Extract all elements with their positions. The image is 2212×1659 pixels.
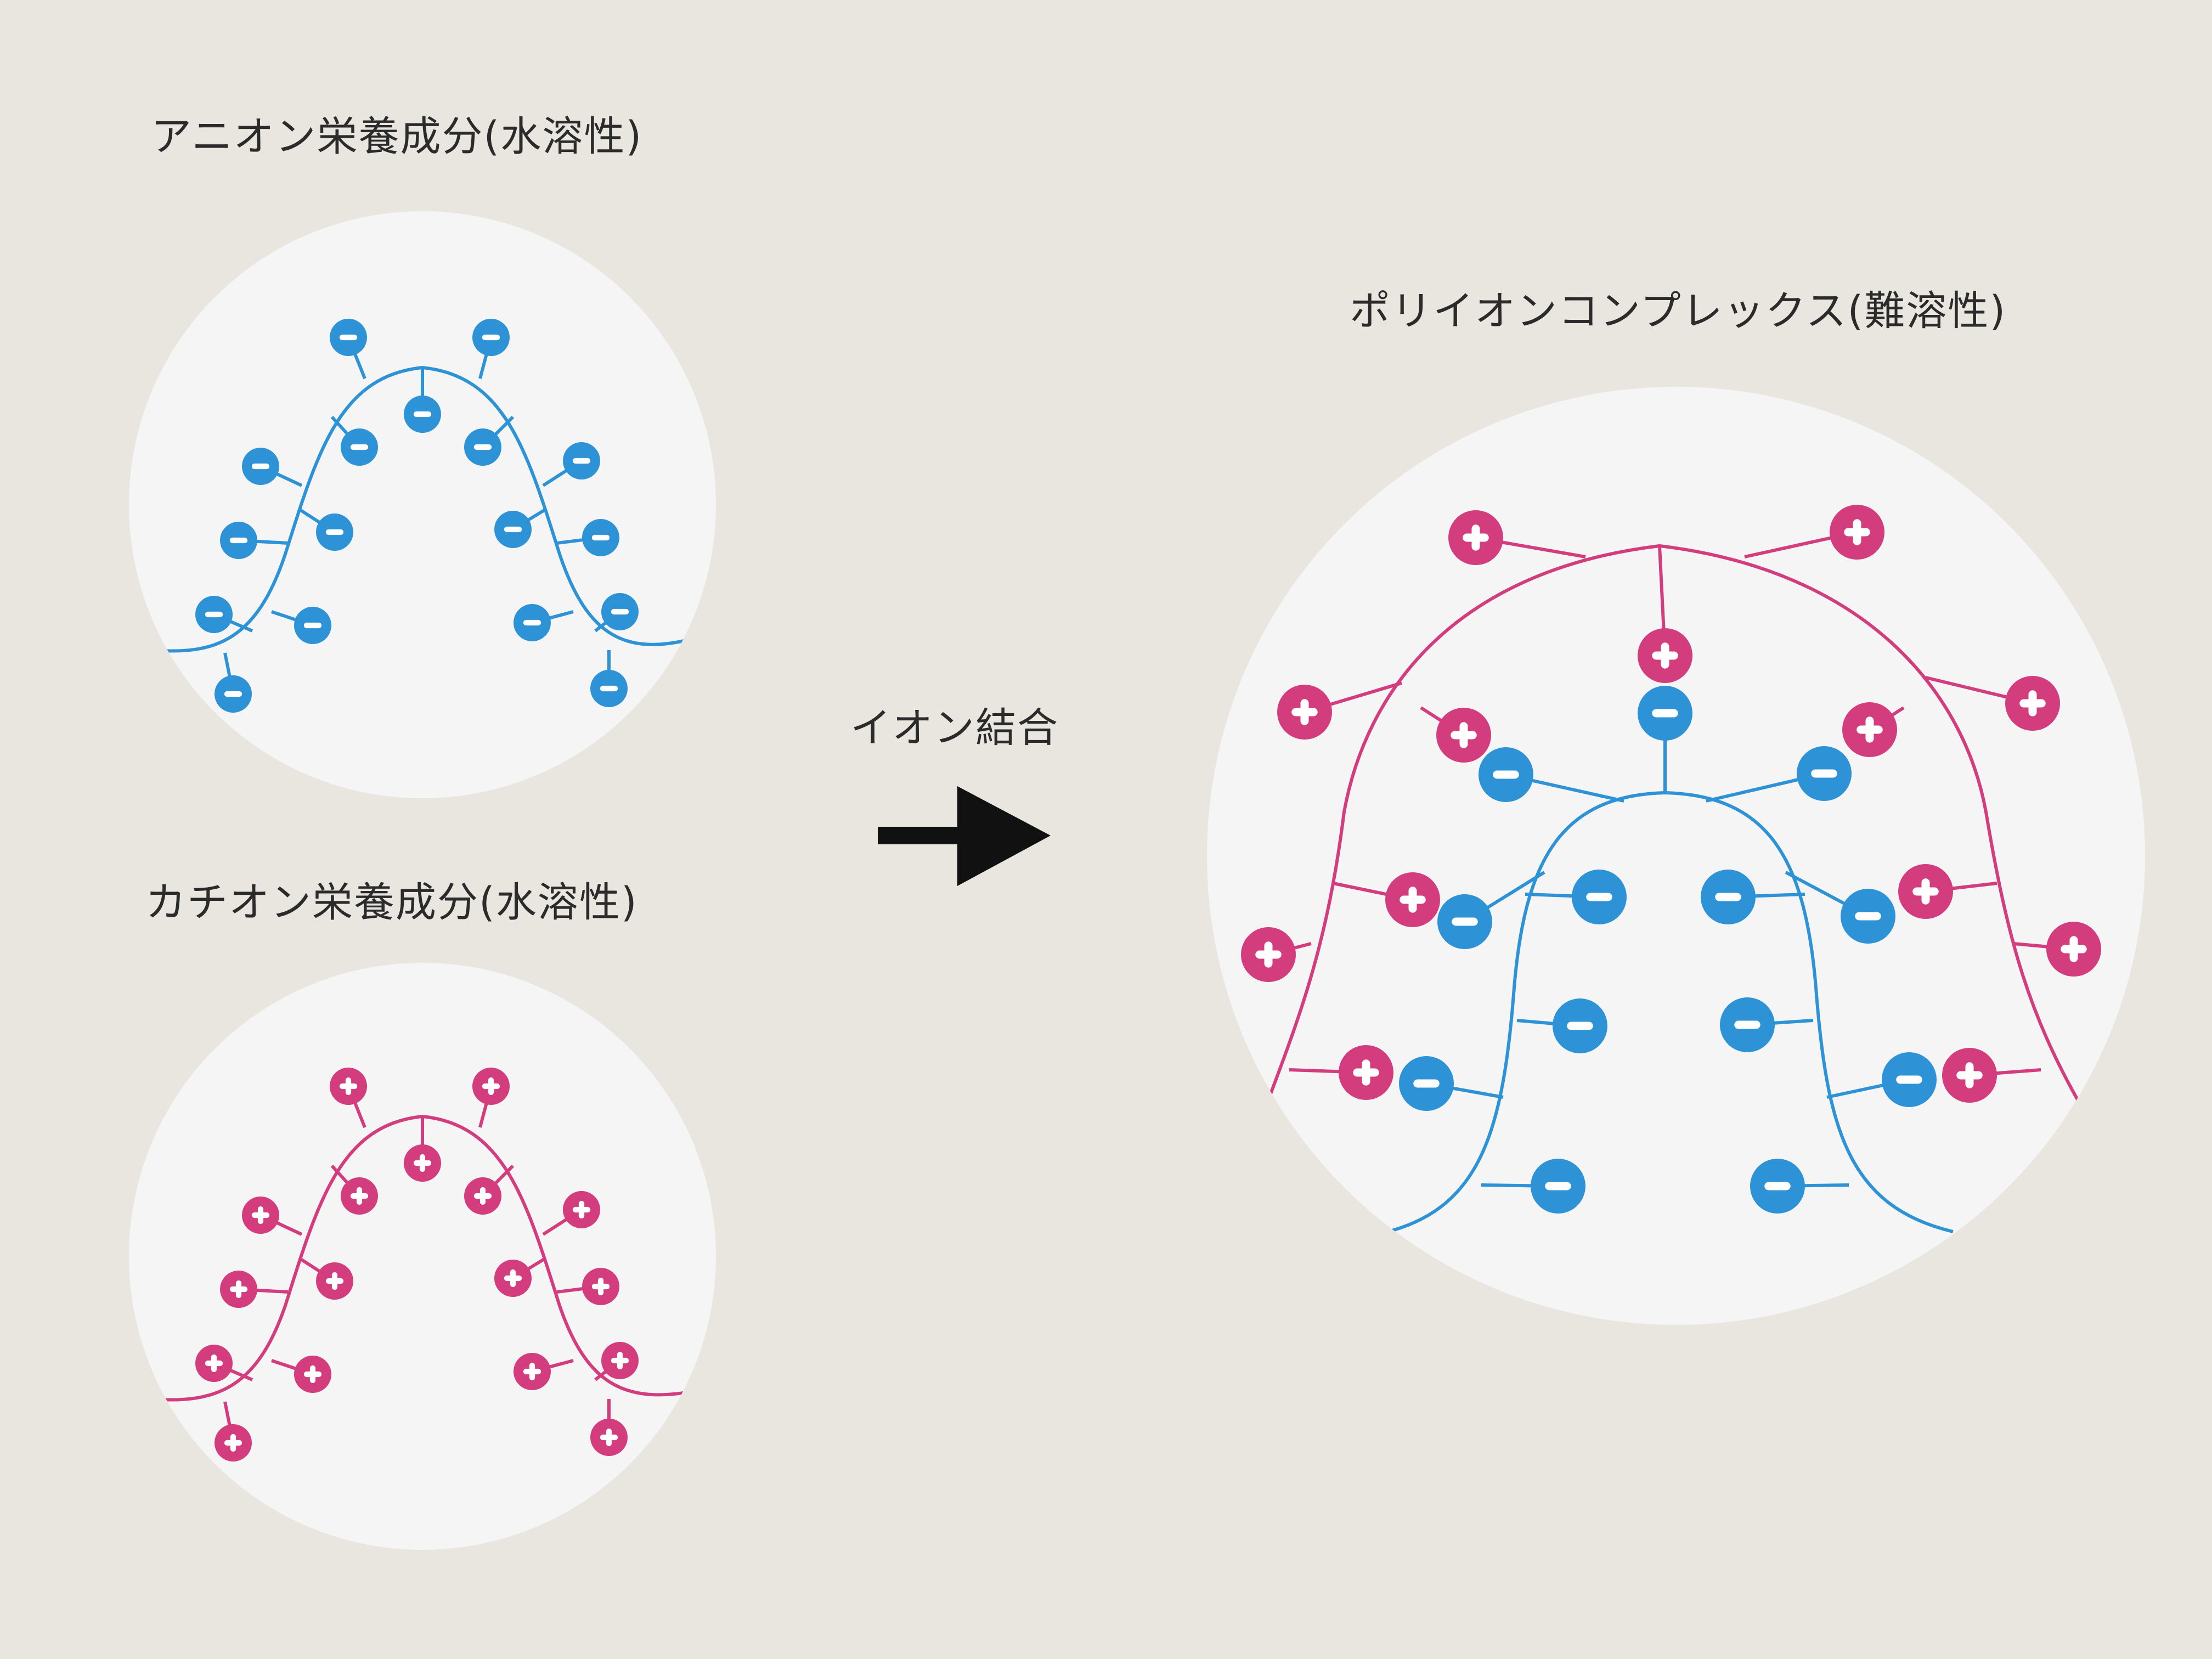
cation-charge-icon xyxy=(215,1424,252,1462)
anion-charge-icon xyxy=(220,522,257,559)
cation-charge-icon xyxy=(1898,864,1953,919)
complex-title: ポリイオンコンプレックス(難溶性) xyxy=(1350,287,2007,335)
ion-bond-label: イオン結合 xyxy=(850,704,1059,752)
cation-charge-icon xyxy=(242,1197,279,1234)
cation-charge-icon xyxy=(514,1353,551,1390)
cation-charge-icon xyxy=(1638,628,1692,683)
cation-charge-icon xyxy=(404,1144,441,1182)
cation-charge-icon xyxy=(1448,510,1503,565)
anion-charge-icon xyxy=(582,519,619,556)
cation-charge-icon xyxy=(590,1419,628,1456)
anion-charge-icon xyxy=(242,448,279,485)
cation-charge-icon xyxy=(1436,708,1491,763)
anion-charge-icon xyxy=(472,319,510,356)
anion-charge-icon xyxy=(316,514,353,551)
anion-charge-icon xyxy=(1797,746,1852,801)
anion-charge-icon xyxy=(1399,1056,1454,1111)
anion-charge-icon xyxy=(1882,1052,1937,1107)
cation-charge-icon xyxy=(2005,676,2060,731)
cation-charge-icon xyxy=(195,1345,233,1382)
anion-charge-icon xyxy=(215,675,252,713)
anion-charge-icon xyxy=(404,396,441,433)
anion-charge-icon xyxy=(1750,1159,1805,1214)
anion-charge-icon xyxy=(330,319,367,356)
cation-charge-icon xyxy=(220,1271,257,1308)
anion-charge-icon xyxy=(1572,870,1627,924)
cation-charge-icon xyxy=(1830,505,1884,560)
cation-charge-icon xyxy=(1277,685,1332,740)
cation-charge-icon xyxy=(341,1177,378,1215)
cation-charge-icon xyxy=(1339,1045,1393,1100)
cation-charge-icon xyxy=(464,1177,501,1215)
anion-circle xyxy=(129,211,716,798)
anion-charge-icon xyxy=(1479,747,1533,802)
anion-charge-icon xyxy=(1437,894,1492,949)
cation-charge-icon xyxy=(1942,1048,1997,1103)
anion-charge-icon xyxy=(494,511,532,548)
cation-charge-icon xyxy=(582,1268,619,1305)
anion-charge-icon xyxy=(514,604,551,641)
anion-charge-icon xyxy=(601,593,639,630)
anion-charge-icon xyxy=(1553,998,1607,1053)
complex-circle xyxy=(1207,387,2145,1325)
cation-charge-icon xyxy=(316,1262,353,1300)
anion-charge-icon xyxy=(1841,889,1895,944)
arrow-right-icon xyxy=(878,786,1051,886)
anion-title: アニオン栄養成分(水溶性) xyxy=(151,113,643,160)
anion-charge-icon xyxy=(341,428,378,466)
cation-title: カチオン栄養成分(水溶性) xyxy=(145,879,638,926)
anion-charge-icon xyxy=(1720,997,1775,1052)
cation-charge-icon xyxy=(563,1191,600,1228)
cation-charge-icon xyxy=(1241,927,1296,982)
anion-charge-icon xyxy=(1701,870,1756,924)
cation-charge-icon xyxy=(330,1068,367,1105)
anion-charge-icon xyxy=(464,428,501,466)
cation-circle xyxy=(129,963,716,1550)
anion-charge-icon xyxy=(294,607,331,644)
cation-charge-icon xyxy=(2046,922,2101,977)
anion-charge-icon xyxy=(563,442,600,479)
cation-charge-icon xyxy=(1842,702,1897,757)
cation-charge-icon xyxy=(601,1342,639,1379)
cation-charge-icon xyxy=(1385,872,1440,927)
cation-charge-icon xyxy=(494,1260,532,1297)
anion-charge-icon xyxy=(195,596,233,633)
cation-charge-icon xyxy=(294,1356,331,1393)
anion-charge-icon xyxy=(590,670,628,707)
cation-charge-icon xyxy=(472,1068,510,1105)
anion-charge-icon xyxy=(1638,686,1692,741)
anion-charge-icon xyxy=(1531,1159,1585,1214)
